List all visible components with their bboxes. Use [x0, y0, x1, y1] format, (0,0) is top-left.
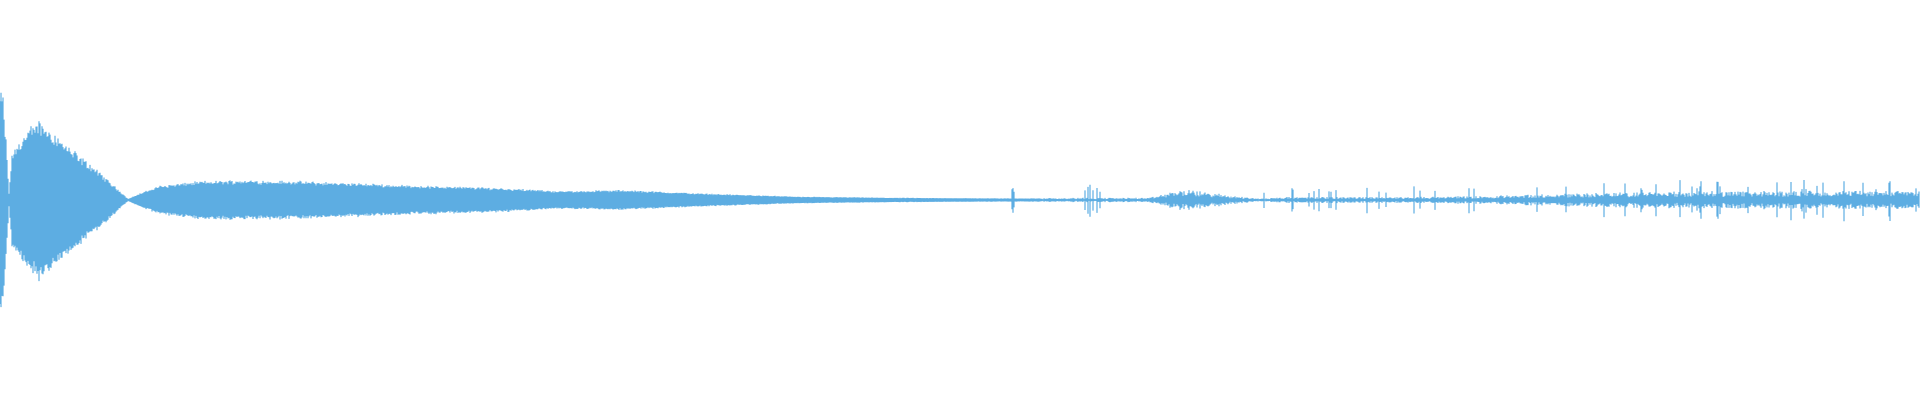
- waveform-amplitude-path: [0, 92, 1920, 308]
